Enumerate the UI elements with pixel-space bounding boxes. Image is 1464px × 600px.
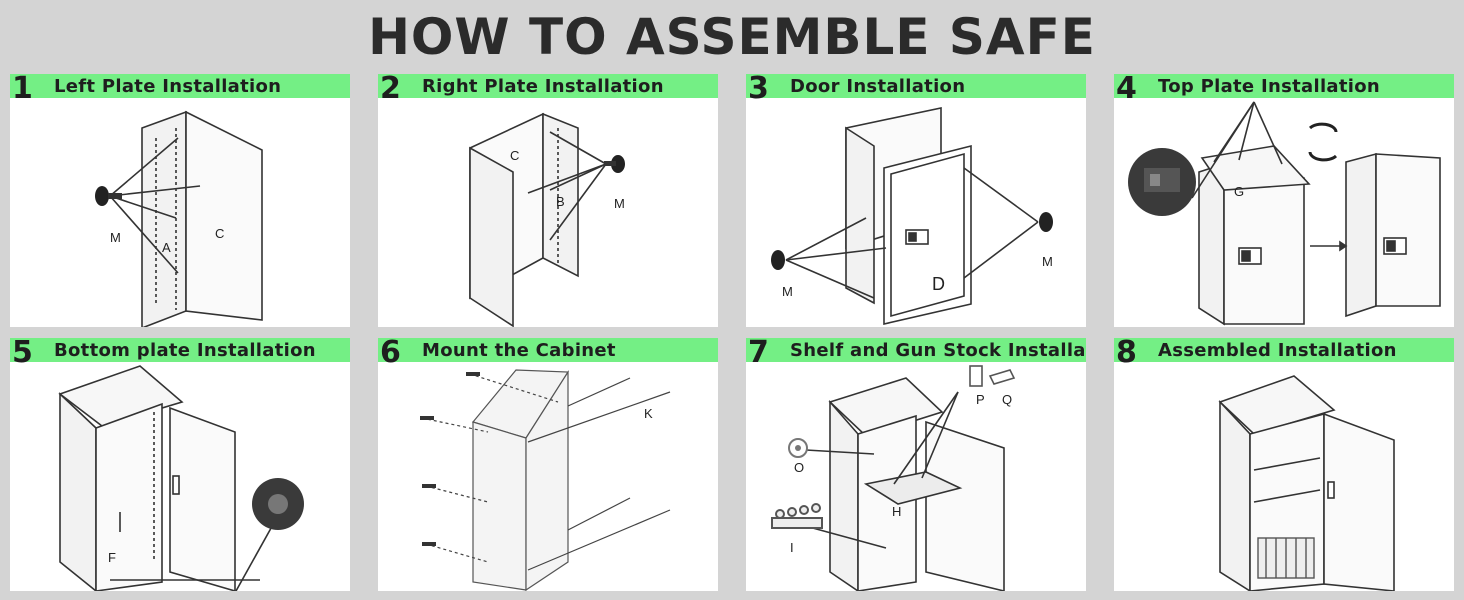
part-label-m: M (110, 230, 121, 245)
step-header-bar (10, 74, 350, 98)
step-number: 8 (1116, 338, 1137, 370)
door-installation-illustration: M M D (771, 107, 1053, 326)
part-label-k: K (644, 406, 653, 421)
step-number: 7 (748, 338, 769, 370)
part-label-m: M (614, 196, 625, 211)
step-panel-8: 8 Assembled Installation (1114, 338, 1454, 591)
step-header-bar (1114, 74, 1454, 98)
step-number: 6 (380, 338, 401, 370)
part-label-f: F (108, 550, 116, 565)
arrow-icon (1310, 240, 1348, 252)
step-panel-3: 3 Door Installation M M D (746, 74, 1086, 327)
right-plate-illustration: M B C (469, 112, 625, 327)
part-label-c: C (510, 148, 519, 163)
step-label: Mount the Cabinet (422, 340, 616, 361)
part-label-m: M (1042, 254, 1053, 269)
step-number: 3 (748, 74, 769, 106)
bracket-icon (969, 365, 1016, 387)
gun-stock-rack-icon (1257, 537, 1315, 579)
step-number: 4 (1116, 74, 1137, 106)
step-panel-4: 4 Top Plate Installation (1114, 74, 1454, 327)
part-label-g: G (1234, 184, 1244, 199)
step-header-bar (378, 338, 718, 362)
step-panel-2: 2 Right Plate Installation M B C (378, 74, 718, 327)
screw-icon (95, 186, 122, 206)
shelf-gunstock-illustration: O H I P Q (771, 365, 1016, 591)
step-panel-6: 6 Mount the Cabinet K (378, 338, 718, 591)
detail-photo (1128, 148, 1196, 216)
assembled-safe-illustration (1218, 375, 1395, 591)
step-header-bar (10, 338, 350, 362)
screw-icon (420, 372, 480, 546)
top-plate-illustration: G (1128, 101, 1441, 326)
step-header-bar (746, 74, 1086, 98)
step-number: 2 (380, 74, 401, 106)
step-label: Door Installation (790, 76, 966, 97)
screw-icon (771, 212, 1053, 270)
part-label-d: D (932, 274, 945, 294)
part-label-q: Q (1002, 392, 1012, 407)
gun-stock-rack-icon (771, 503, 823, 529)
part-label-p: P (976, 392, 985, 407)
mount-cabinet-illustration: K (420, 369, 671, 591)
part-label-b: B (556, 194, 565, 209)
part-label-a: A (162, 240, 171, 255)
part-label-i: I (790, 540, 794, 555)
page-title: HOW TO ASSEMBLE SAFE (368, 8, 1096, 66)
step-header-bar (1114, 338, 1454, 362)
step-number: 5 (12, 338, 33, 370)
step-label: Assembled Installation (1158, 340, 1397, 361)
step-panel-5: 5 Bottom plate Installation F (10, 338, 350, 591)
step-label: Shelf and Gun Stock Installation (790, 340, 1086, 361)
part-label-m: M (782, 284, 793, 299)
part-label-c: C (215, 226, 224, 241)
step-number: 1 (12, 74, 33, 106)
step-header-bar (378, 74, 718, 98)
step-label: Right Plate Installation (422, 76, 664, 97)
screw-icon (604, 155, 625, 173)
left-plate-illustration: M A C (95, 110, 263, 327)
step-header-bar (746, 338, 1086, 362)
rotate-icon (1308, 122, 1338, 162)
step-panel-1: 1 Left Plate Installation M A C (10, 74, 350, 327)
part-label-h: H (892, 504, 901, 519)
o-ring-icon (788, 438, 808, 458)
step-label: Left Plate Installation (54, 76, 282, 97)
step-label: Bottom plate Installation (54, 340, 316, 361)
step-panel-7: 7 Shelf and Gun Stock Installation O (746, 338, 1086, 591)
part-label-o: O (794, 460, 804, 475)
step-label: Top Plate Installation (1158, 76, 1381, 97)
bottom-plate-illustration: F (58, 365, 304, 591)
detail-photo (252, 478, 304, 530)
